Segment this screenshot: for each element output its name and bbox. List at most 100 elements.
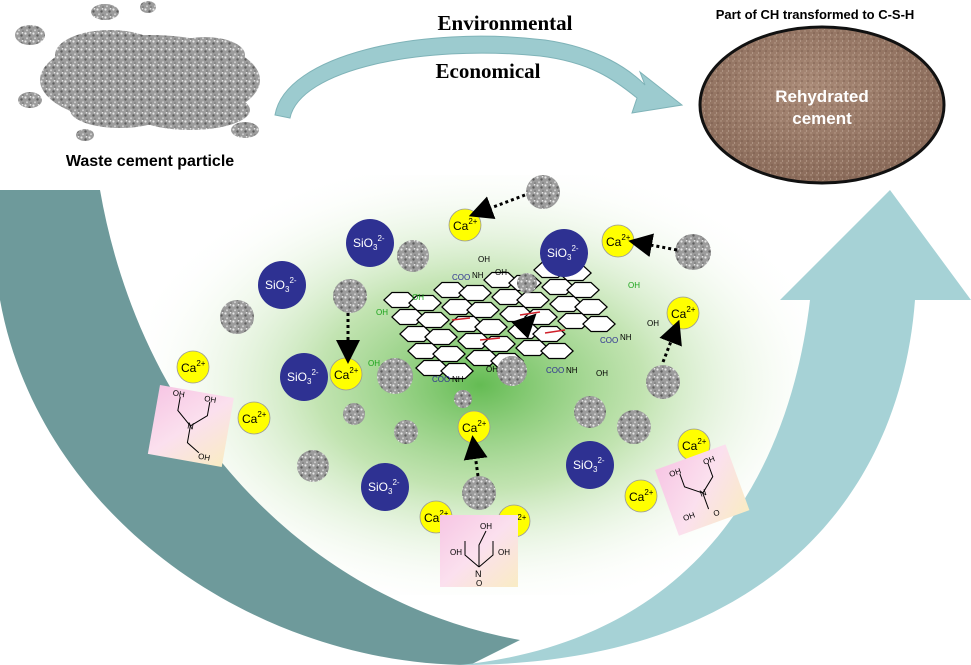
graphene-hexagon-1 (408, 294, 442, 312)
tea-right-oh-c: OH (682, 510, 697, 523)
cement-particle-0 (526, 175, 560, 209)
silicate-ion-5: SiO32- (361, 463, 409, 511)
graphene-hexagon-22 (549, 295, 583, 313)
tea-center-oh-c: OH (480, 522, 492, 531)
cement-particle-15 (454, 390, 472, 408)
tea-center-o: O (476, 579, 482, 588)
graphene-hexagon-32 (415, 359, 449, 377)
silicate-ion-label: SiO32- (368, 478, 400, 496)
graphene-hexagon-30 (557, 312, 591, 330)
go-oh-7: OH (486, 365, 498, 374)
tea-left-n: N (187, 420, 195, 431)
go-nh-3: NH (566, 366, 578, 375)
graphene-hexagon-3 (458, 284, 492, 302)
graphene-hexagon-36 (515, 339, 549, 357)
cement-particle-4 (220, 300, 254, 334)
silicate-ion-label: SiO32- (573, 456, 605, 474)
tea-center-n: N (475, 569, 482, 579)
economical-label: Economical (436, 59, 541, 83)
right-cycle-arrow (460, 190, 971, 665)
rehydrated-cement (698, 25, 946, 185)
cement-particle-12 (297, 450, 329, 482)
rehydrated-label-line1: Rehydrated (775, 87, 869, 106)
go-oh-9: OH (647, 319, 659, 328)
go-coo-2: COO (432, 375, 450, 384)
cement-particle-6 (497, 356, 527, 386)
go-oh-1: OH (412, 293, 424, 302)
tea-right-o: O (712, 508, 721, 519)
silicate-ion-1: SiO32- (258, 261, 306, 309)
calcium-ion-3: Ca2+ (329, 357, 363, 391)
migration-arrow-5 (511, 313, 537, 339)
environmental-label: Environmental (438, 11, 573, 35)
top-curved-arrow (274, 35, 684, 119)
graphene-hexagon-27 (482, 335, 516, 353)
left-cycle-arrow (0, 190, 520, 665)
graphene-hexagon-2 (433, 281, 467, 299)
tea-center-oh-b: OH (498, 548, 510, 557)
go-nh-2: NH (452, 375, 464, 384)
graphene-hexagon-14 (541, 278, 575, 296)
silicate-ion-3: SiO32- (540, 229, 588, 277)
cement-particle-10 (343, 403, 365, 425)
graphene-hexagon-8 (391, 308, 425, 326)
silicate-ion-label: SiO32- (353, 234, 385, 252)
calcium-ion-6: Ca2+ (457, 410, 491, 444)
cement-particle-7 (574, 396, 606, 428)
graphene-hexagon-29 (532, 325, 566, 343)
graphene-hexagon-37 (540, 342, 574, 360)
graphene-hexagon-24 (407, 342, 441, 360)
go-nh-1: NH (472, 271, 484, 280)
graphene-hexagon-21 (524, 308, 558, 326)
graphene-hexagon-15 (566, 281, 600, 299)
tea-right-oh-a: OH (668, 466, 683, 479)
tea-right-oh-b: OH (702, 454, 717, 467)
cement-particle-9 (646, 365, 680, 399)
graphene-hexagon-25 (432, 345, 466, 363)
go-oh-2: OH (376, 308, 388, 317)
tea-right-n: N (698, 487, 708, 499)
graphene-oxide-sheet (383, 261, 616, 380)
graphene-hexagon-12 (491, 288, 525, 306)
tea-molecule-right: OH OH OH N O (655, 444, 750, 536)
silicate-ion-group: SiO32- SiO32- SiO32- SiO32- SiO32- SiO32- (258, 219, 614, 511)
tea-left-oh-c: OH (197, 452, 211, 463)
graphene-double-bond-0 (451, 317, 471, 321)
tea-molecule-center: OH OH OH N O (440, 515, 518, 588)
go-nh-4: NH (620, 333, 632, 342)
silicate-ion-label: SiO32- (547, 244, 579, 262)
graphene-double-bond-2 (479, 337, 501, 341)
graphene-hexagon-11 (466, 301, 500, 319)
go-oh-8: OH (596, 369, 608, 378)
migration-arrow-4 (463, 435, 488, 477)
calcium-ion-5: Ca2+ (237, 401, 271, 435)
migration-arrow-0 (468, 193, 526, 219)
go-oh-6: OH (495, 268, 507, 277)
graphene-hexagon-34 (465, 349, 499, 367)
transformation-label: Part of CH transformed to C-S-H (716, 7, 915, 22)
calcium-ion-group: Ca2+Ca2+Ca2+Ca2+Ca2+Ca2+Ca2+Ca2+Ca2+Ca2+… (176, 208, 711, 538)
calcium-ion-4: Ca2+ (176, 350, 210, 384)
graphene-hexagon-10 (441, 298, 475, 316)
cement-particle-1 (675, 234, 711, 270)
go-functional-groups: OH OH OH OH COO NH OH OH COO NH OH COO N… (368, 255, 659, 384)
graphene-hexagon-18 (449, 315, 483, 333)
graphene-hexagon-13 (516, 291, 550, 309)
tea-molecule-left: OH OH OH N (147, 385, 234, 467)
tea-left-oh-b: OH (204, 394, 218, 405)
graphene-hexagon-4 (483, 271, 517, 289)
tea-center-oh-a: OH (450, 548, 462, 557)
calcium-ion-0: Ca2+ (448, 208, 482, 242)
graphene-hexagon-9 (416, 311, 450, 329)
cement-particle-5 (377, 358, 413, 394)
silicate-ion-label: SiO32- (287, 368, 319, 386)
calcium-ion-1: Ca2+ (601, 224, 635, 258)
migration-arrow-1 (628, 233, 678, 258)
graphene-hexagon-23 (574, 298, 608, 316)
cement-particle-13 (462, 476, 496, 510)
silicate-ion-2: SiO32- (280, 353, 328, 401)
cement-particle-group (220, 175, 711, 510)
graphene-hexagon-26 (457, 332, 491, 350)
waste-cement-particles (15, 1, 260, 141)
